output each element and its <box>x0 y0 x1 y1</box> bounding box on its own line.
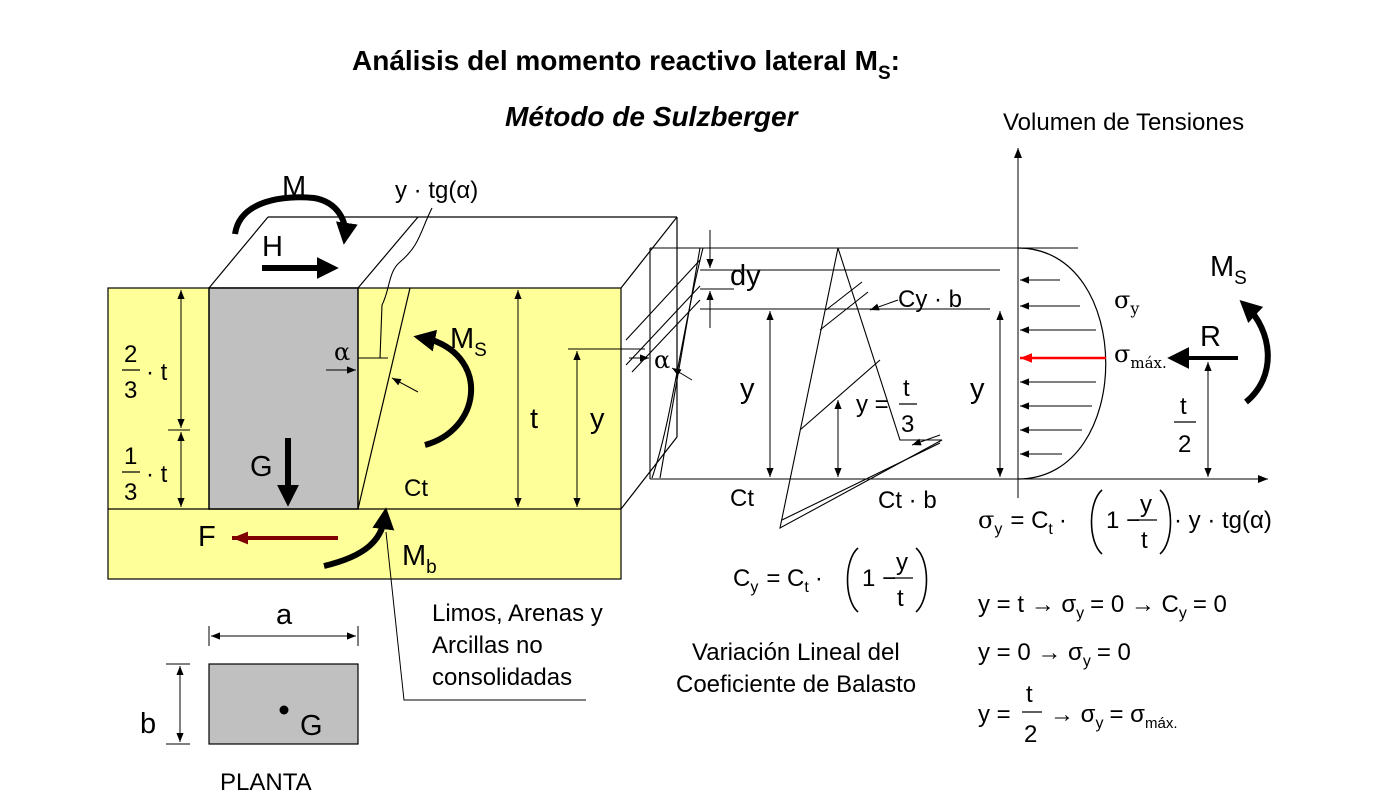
label-Cy-b: Cy · b <box>898 286 962 313</box>
svg-text:t: t <box>897 585 904 612</box>
label-Ct-block: Ct <box>404 475 428 502</box>
label-F: F <box>198 521 216 553</box>
label-t-block: t <box>530 403 538 435</box>
svg-text:1: 1 <box>124 443 137 470</box>
svg-text:3: 3 <box>901 411 914 438</box>
label-dy: dy <box>730 260 761 292</box>
formula-sigma: σy= Ct· 1 − y t · y · tg(α) <box>978 489 1272 555</box>
label-y-eq-t3: y = t 3 <box>856 375 917 438</box>
svg-text:2: 2 <box>1024 721 1037 748</box>
moment-M-arrow <box>232 194 358 245</box>
svg-text:2: 2 <box>1178 431 1191 458</box>
svg-text:y =: y = <box>978 701 1011 728</box>
svg-text:→ σy= σmáx.: → σy= σmáx. <box>1050 701 1178 732</box>
page-title: Análisis del momento reactivo lateral MS… <box>352 45 900 84</box>
foundation-block <box>208 287 359 510</box>
slice-section <box>625 247 1268 480</box>
label-Mb: Mb <box>402 540 437 578</box>
label-a: a <box>276 599 293 631</box>
label-H: H <box>262 231 283 263</box>
label-y-mid: y <box>740 373 755 405</box>
label-y-block: y <box>590 403 605 435</box>
soil-description: Limos, Arenas y Arcillas no consolidadas <box>432 600 603 691</box>
plan-centroid-dot <box>279 705 289 715</box>
label-Ms-right: MS <box>1210 251 1247 289</box>
svg-text:σy= Ct·: σy= Ct· <box>978 506 1067 538</box>
plan-foundation <box>208 663 359 745</box>
label-G-plan: G <box>300 710 323 742</box>
svg-text:Cy= Ct·: Cy= Ct· <box>733 565 823 596</box>
stress-volume-label: Volumen de Tensiones <box>1003 109 1244 136</box>
label-two-thirds-t: 2 3 · t <box>122 341 168 404</box>
svg-text:Arcillas no: Arcillas no <box>432 632 543 659</box>
label-one-third-t: 1 3 · t <box>122 443 168 506</box>
page-subtitle: Método de Sulzberger <box>505 101 800 132</box>
svg-text:· t: · t <box>146 359 168 386</box>
label-alpha-mid: α <box>654 346 670 374</box>
svg-text:y =: y = <box>856 391 889 418</box>
moment-Mb-arrow <box>323 507 395 569</box>
soil-leader-line <box>385 531 586 701</box>
formula-case-3: y = t 2 → σy= σmáx. <box>978 681 1178 748</box>
svg-text:Limos, Arenas y: Limos, Arenas y <box>432 600 603 627</box>
svg-text:t: t <box>1026 681 1033 708</box>
ballast-triangle <box>779 247 943 530</box>
formula-case-2: y = 0 → σy= 0 <box>978 639 1131 670</box>
svg-text:t: t <box>903 375 910 402</box>
svg-text:y: y <box>1140 491 1152 518</box>
svg-text:1 −: 1 − <box>1106 507 1140 534</box>
svg-text:1 −: 1 − <box>862 565 896 592</box>
label-y-right: y <box>970 373 985 405</box>
plan-label: PLANTA <box>220 769 312 796</box>
svg-text:t: t <box>1141 527 1148 554</box>
svg-text:3: 3 <box>124 377 137 404</box>
label-y-tg-alpha: y · tg(α) <box>395 177 478 204</box>
svg-text:y: y <box>896 549 908 576</box>
rotated-face-line <box>357 287 411 510</box>
label-Ct-mid: Ct <box>730 485 754 512</box>
soil-block <box>107 207 678 580</box>
svg-text:3: 3 <box>124 479 137 506</box>
label-b: b <box>140 708 156 740</box>
stress-parabola <box>1017 247 1107 480</box>
svg-text:consolidadas: consolidadas <box>432 664 572 691</box>
svg-text:· t: · t <box>146 461 168 488</box>
label-Ms-block: MS <box>450 323 487 361</box>
formula-case-1: y = t → σy= 0 → Cy= 0 <box>978 591 1227 622</box>
label-G: G <box>250 451 273 483</box>
moment-Ms-right-arrow <box>1239 300 1271 405</box>
svg-text:2: 2 <box>124 341 137 368</box>
label-t-over-2: t 2 <box>1174 393 1196 458</box>
soil-front-face <box>107 287 622 580</box>
label-M: M <box>282 171 306 203</box>
svg-text:· y · tg(α): · y · tg(α) <box>1174 507 1272 534</box>
svg-text:Variación Lineal del: Variación Lineal del <box>692 639 900 666</box>
label-R: R <box>1200 321 1221 353</box>
svg-text:t: t <box>1180 393 1187 420</box>
stress-arrows <box>1020 276 1096 458</box>
variation-text: Variación Lineal del Coeficiente de Bala… <box>676 639 916 698</box>
label-alpha-left: α <box>334 338 350 366</box>
moment-Ms-arrow <box>413 329 474 448</box>
label-sigma-max: σmáx. <box>1114 340 1167 372</box>
label-sigma-y: σy <box>1114 286 1139 318</box>
formula-cy: Cy= Ct· 1 − y t <box>733 547 928 613</box>
label-Ct-b: Ct · b <box>878 487 937 514</box>
svg-text:Coeficiente de Balasto: Coeficiente de Balasto <box>676 671 916 698</box>
